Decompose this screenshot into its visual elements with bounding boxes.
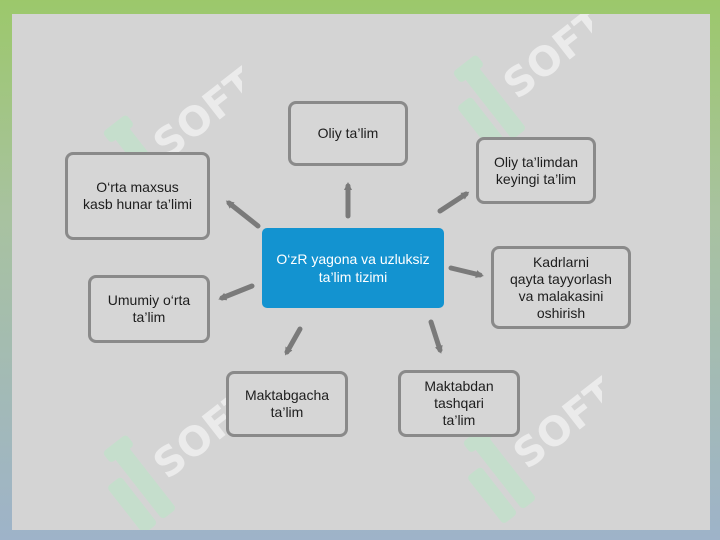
- center-node-label: O‘zR yagona va uzluksiz ta’lim tizimi: [276, 251, 430, 285]
- arrow-to-orta-maxsus: [225, 200, 261, 229]
- node-oliy-talimdan-keyingi: Oliy ta’limdan keyingi ta’lim: [476, 137, 596, 204]
- node-label: Umumiy o‘rta ta’lim: [107, 292, 191, 325]
- arrows-layer: [218, 182, 484, 356]
- node-kadrlarni: Kadrlarni qayta tayyorlash va malakasini…: [491, 246, 631, 329]
- node-maktabdan-tashqari: Maktabdan tashqari ta’lim: [398, 370, 520, 437]
- node-orta-maxsus: O‘rta maxsus kasb hunar ta’limi: [65, 152, 210, 240]
- soft-watermark-logo: SOFT: [463, 374, 602, 523]
- arrow-to-kadrlarni: [448, 265, 484, 278]
- node-label: O‘rta maxsus kasb hunar ta’limi: [83, 179, 192, 212]
- arrow-to-maktabdan-tashqari: [428, 319, 443, 354]
- center-node: O‘zR yagona va uzluksiz ta’lim tizimi: [262, 228, 444, 308]
- arrow-to-umumiy: [218, 283, 255, 301]
- arrow-to-oliydan-keyingi: [437, 191, 470, 214]
- node-label: Oliy ta’lim: [317, 125, 379, 141]
- node-maktabgacha: Maktabgacha ta’lim: [226, 371, 348, 437]
- soft-watermark-logo: SOFT: [103, 384, 242, 530]
- node-label: Oliy ta’limdan keyingi ta’lim: [493, 153, 579, 187]
- node-label: Maktabdan tashqari ta’lim: [424, 378, 494, 428]
- node-label: Maktabgacha ta’lim: [244, 387, 330, 420]
- node-label: Kadrlarni qayta tayyorlash va malakasini…: [510, 253, 612, 321]
- node-umumiy-orta: Umumiy o‘rta ta’lim: [88, 275, 210, 343]
- soft-watermark-logo: SOFT: [453, 14, 592, 153]
- slide-canvas: SOFT SOFT SOFT SOFT: [12, 14, 710, 530]
- node-oliy-talim: Oliy ta’lim: [288, 101, 408, 166]
- arrow-to-maktabgacha: [284, 326, 303, 356]
